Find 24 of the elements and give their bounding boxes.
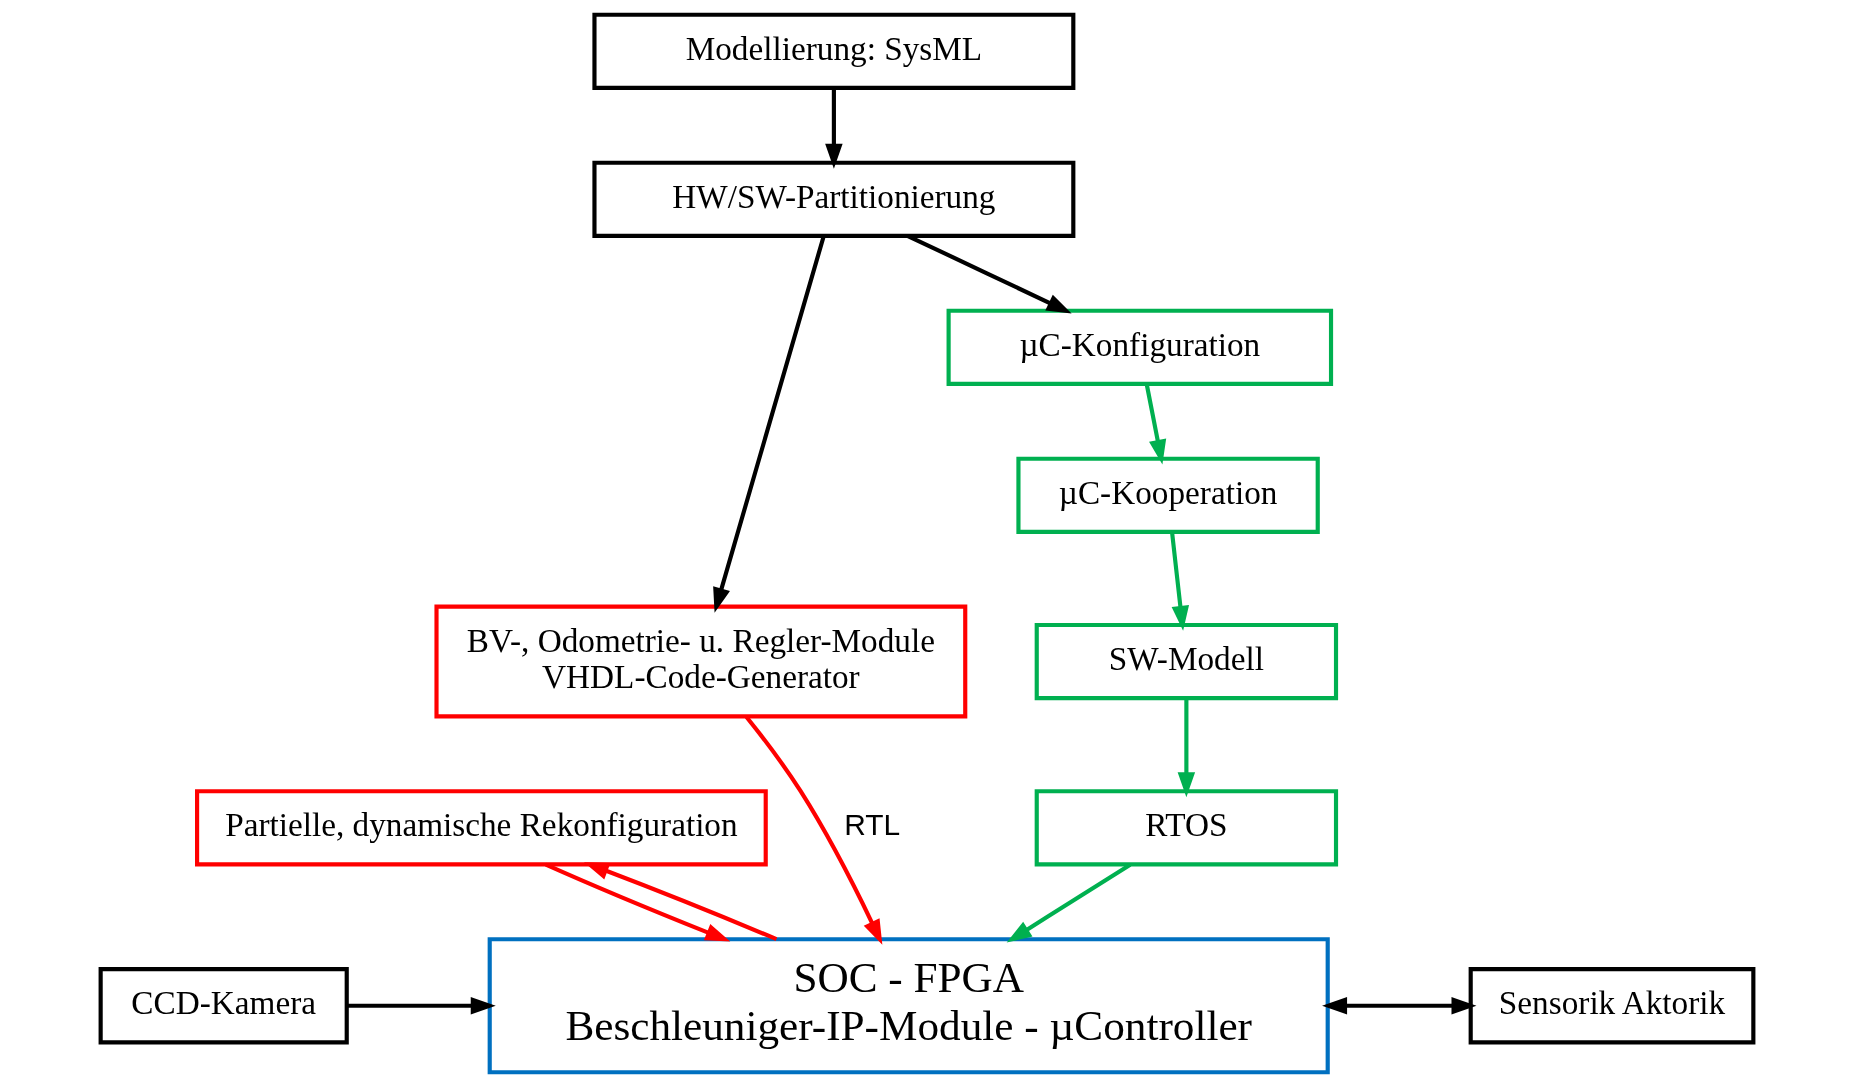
arrow [583, 862, 778, 942]
arrow [1006, 863, 1132, 943]
arrow [1170, 532, 1189, 631]
arrow [825, 88, 843, 169]
node-box: Partielle, dynamische Rekonfiguration [195, 789, 768, 867]
arrow [1144, 383, 1167, 465]
arrow [545, 862, 731, 942]
arrow [907, 234, 1072, 314]
arrow [1177, 698, 1196, 798]
arrow [1322, 996, 1477, 1015]
node-box: CCD-Kamera [98, 967, 349, 1045]
node-box: Sensorik Aktorik [1468, 967, 1756, 1045]
arrow [744, 715, 883, 945]
node-box: Modellierung: SysML [592, 12, 1076, 90]
arrow [346, 996, 496, 1015]
node-box: SW-Modell [1034, 622, 1339, 701]
node-box: µC-Konfiguration [946, 308, 1334, 386]
node-box: µC-Kooperation [1016, 456, 1320, 534]
node-box: BV-, Odometrie- u. Regler-Module VHDL-Code-Generator [434, 604, 968, 719]
node-box: HW/SW-Partitionierung [592, 160, 1076, 238]
node-box: RTOS [1034, 789, 1339, 867]
edge-label: RTL [844, 808, 901, 842]
node-box: SOC - FPGA Beschleuniger-IP-Module - µController [487, 937, 1330, 1075]
arrow [713, 235, 826, 613]
